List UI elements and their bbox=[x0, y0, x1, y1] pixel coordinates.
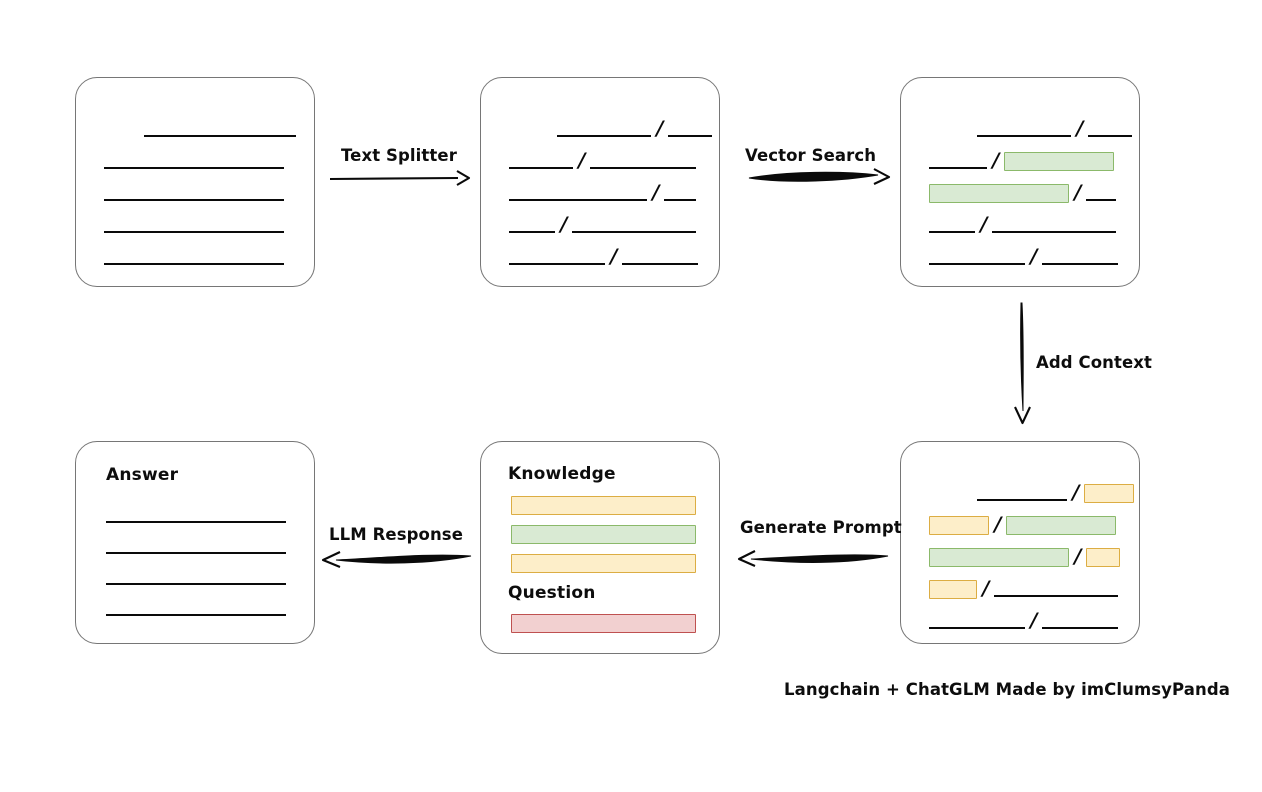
highlight-chip-green[interactable] bbox=[929, 547, 1069, 567]
knowledge-bar-yellow[interactable] bbox=[511, 554, 696, 573]
document-row: / bbox=[509, 244, 699, 268]
text-line-segment bbox=[557, 135, 651, 137]
segment-slash: / bbox=[994, 512, 1002, 536]
segment-slash: / bbox=[982, 576, 990, 600]
segment-slash: / bbox=[1072, 480, 1080, 504]
document-row: / bbox=[929, 244, 1119, 268]
document-row bbox=[144, 118, 296, 140]
text-line-segment bbox=[509, 263, 605, 265]
edge-llm-response-arrow bbox=[321, 551, 472, 568]
segment-slash: / bbox=[1030, 244, 1038, 268]
text-line-segment bbox=[104, 231, 284, 233]
text-line-segment bbox=[104, 167, 284, 169]
document-row: / bbox=[509, 180, 697, 204]
question-bar-red[interactable] bbox=[511, 614, 696, 633]
highlight-chip-yellow[interactable] bbox=[1084, 483, 1135, 503]
segment-slash: / bbox=[560, 212, 568, 236]
text-line-segment bbox=[929, 627, 1025, 629]
context-document-box[interactable]: / / / / / bbox=[900, 441, 1140, 644]
question-label: Question bbox=[508, 583, 596, 603]
edge-generate-prompt-label: Generate Prompt bbox=[740, 518, 902, 537]
answer-text-line bbox=[106, 583, 286, 585]
document-row bbox=[104, 182, 284, 204]
text-line-segment bbox=[1042, 627, 1119, 629]
highlight-chip-yellow[interactable] bbox=[1086, 547, 1121, 567]
answer-card-box[interactable]: Answer bbox=[75, 441, 315, 644]
text-line-segment bbox=[622, 263, 699, 265]
segment-slash: / bbox=[656, 116, 664, 140]
segment-slash: / bbox=[1076, 116, 1084, 140]
text-line-segment bbox=[929, 263, 1025, 265]
document-row: / bbox=[929, 512, 1117, 536]
split-document-box[interactable]: / / / / / bbox=[480, 77, 720, 287]
document-row: / bbox=[929, 608, 1119, 632]
answer-text-line bbox=[106, 521, 286, 523]
highlight-chip-green[interactable] bbox=[929, 183, 1069, 203]
prompt-card-box[interactable]: Knowledge Question bbox=[480, 441, 720, 654]
segment-slash: / bbox=[610, 244, 618, 268]
answer-text-line bbox=[106, 552, 286, 554]
credit-text: Langchain + ChatGLM Made by imClumsyPand… bbox=[784, 680, 1230, 699]
text-line-segment bbox=[1086, 199, 1117, 201]
segment-slash: / bbox=[652, 180, 660, 204]
text-line-segment bbox=[509, 199, 647, 201]
text-line-segment bbox=[994, 595, 1119, 597]
edge-text-splitter-arrow bbox=[329, 170, 471, 186]
text-line-segment bbox=[668, 135, 713, 137]
segment-slash: / bbox=[1074, 544, 1082, 568]
document-row: / bbox=[977, 116, 1133, 140]
document-row: / bbox=[929, 180, 1117, 204]
retrieved-document-box[interactable]: / / / / / bbox=[900, 77, 1140, 287]
text-line-segment bbox=[1042, 263, 1119, 265]
document-row: / bbox=[557, 116, 713, 140]
edge-generate-prompt-arrow bbox=[737, 550, 889, 567]
edge-vector-search-arrow bbox=[748, 168, 891, 185]
edge-llm-response-label: LLM Response bbox=[329, 525, 464, 544]
text-line-segment bbox=[509, 167, 573, 169]
text-line-segment bbox=[590, 167, 697, 169]
knowledge-bar-yellow[interactable] bbox=[511, 496, 696, 515]
document-row bbox=[104, 214, 284, 236]
segment-slash: / bbox=[980, 212, 988, 236]
text-line-segment bbox=[509, 231, 555, 233]
document-row: / bbox=[929, 212, 1117, 236]
text-line-segment bbox=[144, 135, 296, 137]
segment-slash: / bbox=[578, 148, 586, 172]
highlight-chip-yellow[interactable] bbox=[929, 515, 989, 535]
edge-add-context-arrow bbox=[1014, 302, 1031, 425]
knowledge-label: Knowledge bbox=[508, 464, 616, 484]
highlight-chip-green[interactable] bbox=[1004, 151, 1115, 171]
knowledge-bar-green[interactable] bbox=[511, 525, 696, 544]
segment-slash: / bbox=[1030, 608, 1038, 632]
text-line-segment bbox=[572, 231, 697, 233]
highlight-chip-green[interactable] bbox=[1006, 515, 1117, 535]
text-line-segment bbox=[977, 499, 1067, 501]
text-line-segment bbox=[664, 199, 697, 201]
answer-label: Answer bbox=[106, 465, 179, 485]
document-row: / bbox=[929, 544, 1121, 568]
text-line-segment bbox=[929, 167, 987, 169]
text-line-segment bbox=[104, 199, 284, 201]
segment-slash: / bbox=[1074, 180, 1082, 204]
text-line-segment bbox=[977, 135, 1071, 137]
text-line-segment bbox=[1088, 135, 1133, 137]
document-row: / bbox=[929, 576, 1119, 600]
text-line-segment bbox=[992, 231, 1117, 233]
document-row: / bbox=[509, 148, 697, 172]
highlight-chip-yellow[interactable] bbox=[929, 579, 977, 599]
document-row: / bbox=[929, 148, 1115, 172]
document-row bbox=[104, 150, 284, 172]
segment-slash: / bbox=[992, 148, 1000, 172]
document-row bbox=[104, 246, 284, 268]
document-row: / bbox=[977, 480, 1135, 504]
edge-add-context-label: Add Context bbox=[1036, 353, 1153, 372]
source-document-box[interactable] bbox=[75, 77, 315, 287]
answer-text-line bbox=[106, 614, 286, 616]
text-line-segment bbox=[929, 231, 975, 233]
text-line-segment bbox=[104, 263, 284, 265]
document-row: / bbox=[509, 212, 697, 236]
edge-vector-search-label: Vector Search bbox=[745, 146, 877, 165]
edge-text-splitter-label: Text Splitter bbox=[341, 146, 457, 165]
